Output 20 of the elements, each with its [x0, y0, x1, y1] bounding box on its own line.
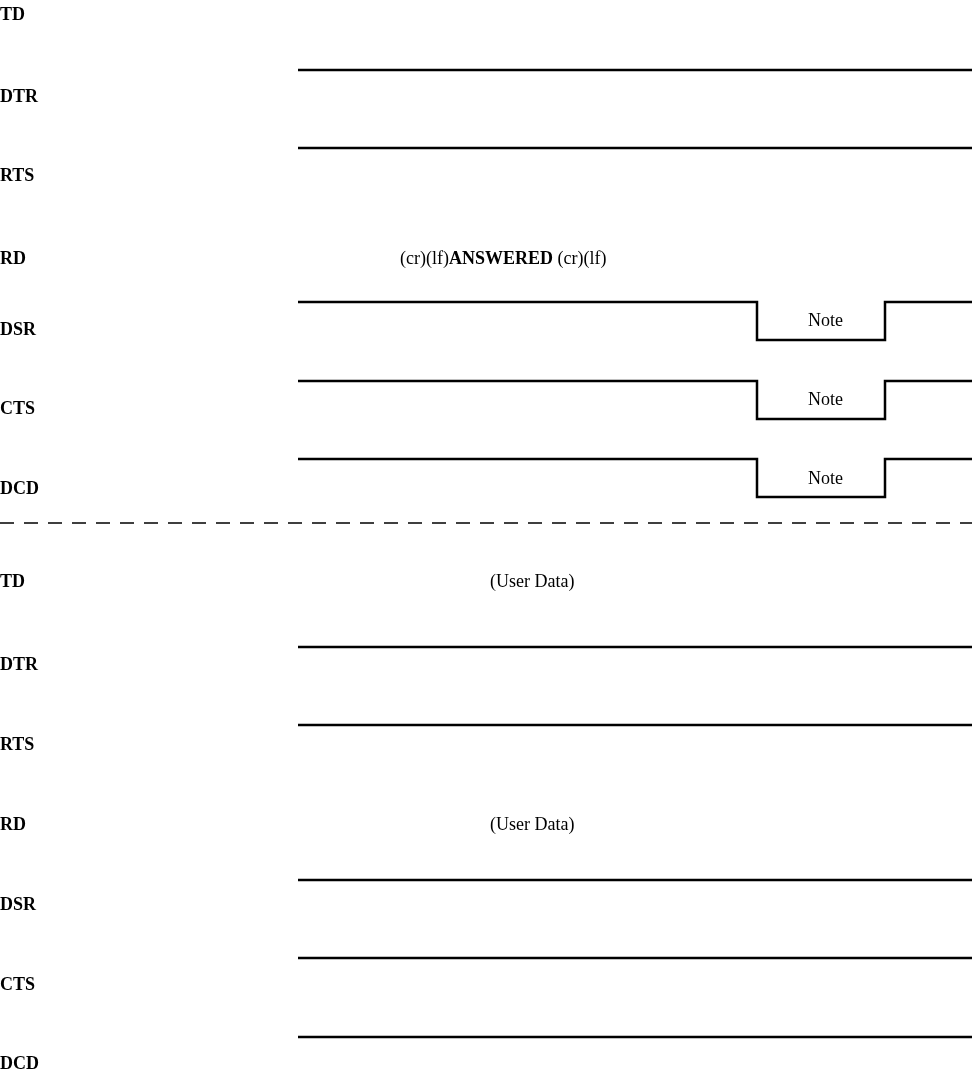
signal-name: DTR: [0, 87, 38, 105]
signal-name: DCD: [0, 1054, 39, 1071]
signal-name: RD: [0, 249, 26, 267]
data-text: (User Data): [490, 815, 575, 833]
data-text: (User Data): [490, 572, 575, 590]
signal-name: TD: [0, 572, 25, 590]
signal-name: DSR: [0, 895, 36, 913]
signal-name: DCD: [0, 479, 39, 497]
signal-name: DTR: [0, 655, 38, 673]
note-text: Note: [808, 469, 843, 487]
signal-name: RD: [0, 815, 26, 833]
data-text: (cr)(lf)ANSWERED (cr)(lf): [400, 249, 607, 267]
signal-name: DSR: [0, 320, 36, 338]
signal-name: RTS: [0, 166, 35, 184]
note-text: Note: [808, 311, 843, 329]
signal-name: RTS: [0, 735, 35, 753]
signal-name: CTS: [0, 975, 35, 993]
note-text: Note: [808, 390, 843, 408]
signal-name: TD: [0, 5, 25, 23]
signal-name: CTS: [0, 399, 35, 417]
